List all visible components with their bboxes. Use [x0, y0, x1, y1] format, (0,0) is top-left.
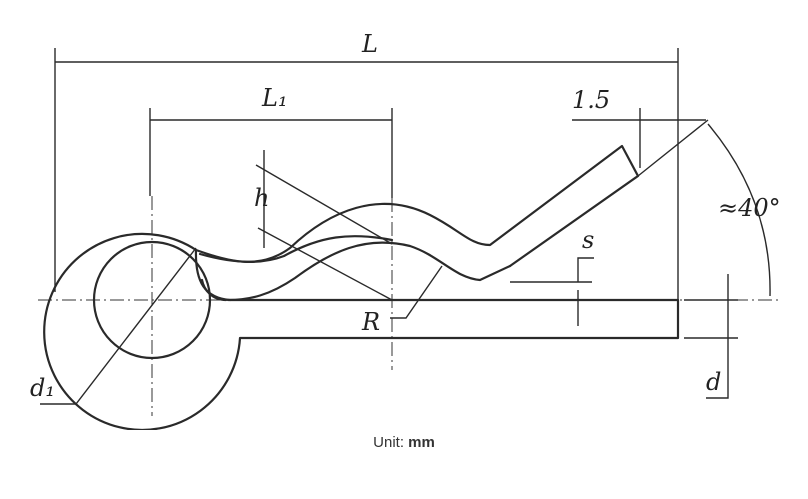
label-L1: L₁: [261, 84, 288, 112]
dim-d-line: [706, 274, 729, 399]
label-d1: d₁: [30, 374, 55, 402]
dim-angle-ray: [637, 119, 709, 177]
label-s: s: [582, 226, 594, 254]
dim-h-ext-top: [255, 164, 393, 245]
label-tip: 1.5: [572, 86, 610, 114]
caption-unit: mm: [408, 434, 435, 451]
label-angle: ≈40°: [718, 194, 781, 222]
r-clip-technical-drawing: L L₁ h R d₁ 1.5 ≈40° s d: [30, 30, 781, 430]
clip-eye-inner: [200, 278, 228, 302]
dim-R-leader: [390, 265, 443, 319]
label-d: d: [706, 368, 721, 396]
dim-angle-arc: [707, 123, 771, 297]
label-R: R: [361, 308, 380, 336]
dim-h-ext-bottom: [257, 227, 393, 301]
dim-d1-leader: [40, 247, 197, 405]
clip-wave-lower: [198, 235, 394, 264]
clip-wave-inner: [226, 241, 512, 302]
caption-prefix: Unit:: [373, 434, 409, 451]
dim-s-leader: [577, 257, 594, 282]
clip-eye-inner-circle: [92, 240, 212, 360]
label-L: L: [361, 30, 378, 58]
unit-caption: Unit: mm: [0, 434, 808, 451]
label-h: h: [254, 184, 269, 212]
